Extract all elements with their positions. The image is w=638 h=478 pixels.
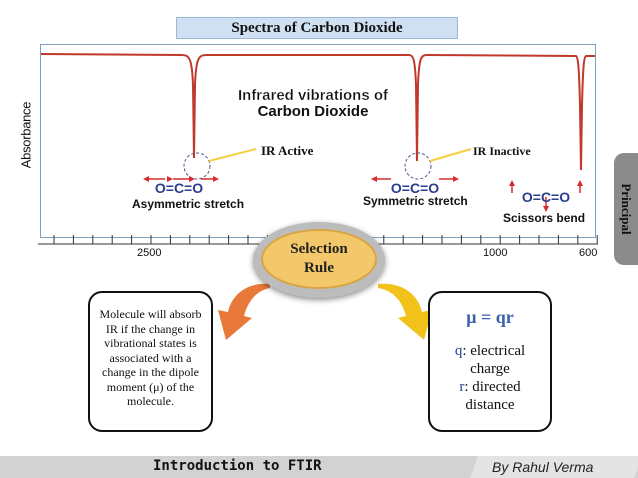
symmetric-molecule-formula: O=C=O <box>391 180 439 196</box>
dipole-formula: μ = qr <box>466 307 514 327</box>
spectrum-heading-line2: Carbon Dioxide <box>258 103 369 120</box>
spectrum-trace <box>41 53 595 171</box>
asymmetric-stretch-label: Asymmetric stretch <box>132 197 244 211</box>
left-curved-arrow <box>218 283 270 340</box>
symmetric-stretch-label: Symmetric stretch <box>363 194 468 208</box>
x-tick-label-1000: 1000 <box>483 247 508 259</box>
selection-rule-line2: Rule <box>304 260 334 276</box>
spectrum-heading-line1: Infrared vibrations of <box>238 87 389 104</box>
right-curved-arrow <box>378 283 432 340</box>
selection-rule-line1: Selection <box>290 241 348 257</box>
scissors-molecule-formula: O=C=O <box>522 189 570 205</box>
y-axis-label: Absorbance <box>18 101 34 169</box>
q-text: : electrical charge <box>462 343 526 377</box>
selection-rule-badge: Selection Rule <box>253 222 385 298</box>
symmetric-stretch-molecule: O=C=O <box>371 176 459 196</box>
inactive-callout-line <box>429 148 472 162</box>
footer-author-panel: By Rahul Verma <box>469 456 638 478</box>
footer-author: By Rahul Verma <box>492 459 594 475</box>
x-tick-label-2500: 2500 <box>137 247 162 259</box>
principal-tab-label: Principal <box>619 183 634 235</box>
selection-rule-inner: Selection Rule <box>261 229 377 289</box>
scissors-bend-molecule: O=C=O <box>509 180 583 212</box>
x-tick-label-600: 600 <box>579 247 598 259</box>
footer-title: Introduction to FTIR <box>153 458 322 474</box>
q-definition: q: electrical charge <box>436 342 544 378</box>
ir-active-label: IR Active <box>261 143 314 158</box>
r-symbol: r <box>459 379 465 395</box>
q-symbol: q <box>454 343 463 359</box>
active-callout-line <box>208 148 257 162</box>
asymmetric-molecule-formula: O=C=O <box>155 180 203 196</box>
principal-tab[interactable]: Principal <box>614 153 638 265</box>
dipole-formula-box: μ = qr q: electrical charge r: directed … <box>428 291 552 432</box>
spectrum-panel: Infrared vibrations of Carbon Dioxide IR… <box>40 44 596 238</box>
ir-inactive-label: IR Inactive <box>473 144 531 158</box>
slide-title: Spectra of Carbon Dioxide <box>176 17 458 39</box>
inactive-callout-circle <box>404 152 432 180</box>
arrows-layer <box>218 283 432 340</box>
selection-rule-description-box: Molecule will absorb IR if the change in… <box>88 291 213 432</box>
footer-bar: Introduction to FTIR By Rahul Verma <box>0 456 638 478</box>
active-callout-circle <box>183 152 211 180</box>
selection-rule-description: Molecule will absorb IR if the change in… <box>99 307 202 408</box>
asymmetric-stretch-molecule: O=C=O <box>143 176 219 196</box>
r-definition: r: directed distance <box>436 378 544 414</box>
spectrum-chart: Infrared vibrations of Carbon Dioxide IR… <box>41 53 595 225</box>
r-text: : directed distance <box>464 379 521 413</box>
scissors-bend-label: Scissors bend <box>503 211 585 225</box>
